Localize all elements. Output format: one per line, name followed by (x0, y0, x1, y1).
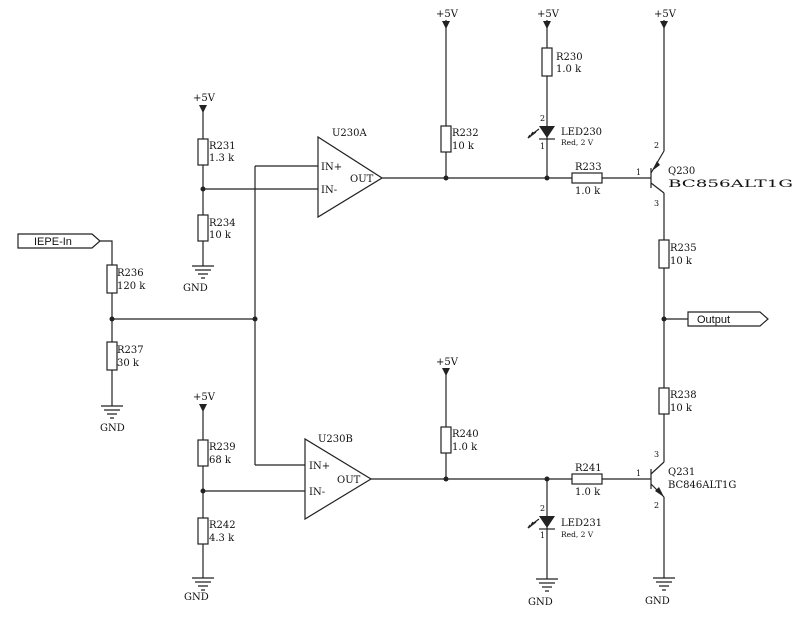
pin-number: 2 (540, 114, 545, 123)
resistor-value: 10 k (209, 230, 232, 241)
resistor-r233 (571, 172, 603, 184)
resistor-ref: R230 (556, 52, 583, 63)
pin-number: 3 (654, 450, 659, 459)
ground-label: GND (100, 423, 125, 434)
pin-number: 1 (636, 469, 641, 478)
resistor-ref: R238 (670, 390, 697, 401)
pin-number: 3 (654, 199, 659, 208)
opamp-ref-u230a: U230A (332, 128, 368, 139)
junction-dots (109, 175, 667, 494)
resistor-r238 (658, 387, 670, 415)
supply-label-vcc: +5V (537, 9, 560, 20)
resistor-value: 1.0 k (452, 442, 478, 453)
opamp-pin-out: OUT (350, 174, 374, 185)
resistor-value: 30 k (117, 358, 140, 369)
supply-label-vcc: +5V (193, 93, 216, 104)
led-ref: LED230 (561, 127, 602, 138)
opamp-u230a (317, 135, 384, 219)
led-value: Red, 2 V (561, 138, 594, 147)
supply-label-vcc: +5V (436, 357, 459, 368)
opamp-pin-in-minus: IN- (321, 185, 337, 196)
transistor-part: BC856ALT1G (668, 179, 793, 190)
resistor-r231 (197, 138, 209, 166)
ground-label: GND (184, 592, 209, 603)
opamp-pin-out: OUT (337, 475, 361, 486)
opamp-pin-in-minus: IN- (309, 487, 325, 498)
led230-symbol (527, 126, 555, 140)
resistor-value: 4.3 k (209, 533, 235, 544)
resistor-value: 1.0 k (575, 186, 601, 197)
transistor-ref: Q230 (668, 166, 695, 177)
ground-symbol (653, 577, 675, 591)
input-port-label: IEPE-In (34, 236, 72, 248)
ground-symbol (101, 405, 123, 419)
resistor-r230 (541, 47, 553, 77)
opamp-pin-in-plus: IN+ (321, 162, 342, 173)
resistor-value: 1.0 k (575, 487, 601, 498)
resistor-ref: R236 (117, 268, 144, 279)
resistor-value: 10 k (452, 141, 475, 152)
supply-label-vcc: +5V (436, 9, 459, 20)
resistor-ref: R237 (117, 345, 144, 356)
led-ref: LED231 (561, 518, 602, 529)
resistor-value: 120 k (117, 281, 146, 292)
resistor-r239 (197, 439, 209, 467)
resistor-value: 1.0 k (556, 64, 582, 75)
resistor-r235 (658, 239, 670, 269)
ground-symbol (536, 578, 558, 592)
transistor-part: BC846ALT1G (668, 480, 736, 491)
pin-number: 1 (540, 142, 545, 151)
resistor-r237 (106, 341, 118, 371)
resistor-r242 (197, 517, 209, 545)
resistor-ref: R239 (209, 442, 236, 453)
resistor-value: 10 k (670, 256, 693, 267)
output-port (687, 311, 769, 327)
ground-label: GND (645, 596, 670, 607)
ground-label: GND (528, 597, 553, 608)
supply-label-vcc: +5V (654, 9, 677, 20)
resistor-ref: R232 (452, 128, 479, 139)
led231-symbol (527, 516, 555, 530)
resistor-r240 (440, 426, 452, 454)
opamp-u230b (304, 437, 373, 521)
resistor-value: 1.3 k (209, 153, 235, 164)
transistor-ref: Q231 (668, 467, 695, 478)
supply-label-vcc: +5V (193, 392, 216, 403)
pin-number: 2 (654, 501, 659, 510)
supply-arrows (199, 21, 668, 412)
resistor-r241 (571, 473, 603, 485)
pin-number: 1 (540, 531, 545, 540)
pin-number: 2 (654, 141, 659, 150)
resistor-ref: R235 (670, 243, 697, 254)
ground-symbol (192, 577, 214, 591)
opamp-pin-in-plus: IN+ (309, 461, 330, 472)
input-port-iepe-in (17, 233, 101, 249)
resistor-ref: R240 (452, 429, 479, 440)
resistor-r232 (440, 125, 452, 153)
q231-emitter-arrow (655, 487, 664, 497)
resistor-value: 68 k (209, 455, 232, 466)
ground-label: GND (183, 283, 208, 294)
resistor-ref: R241 (575, 463, 602, 474)
resistor-value: 10 k (670, 403, 693, 414)
pin-number: 1 (636, 168, 641, 177)
opamp-ref-u230b: U230B (318, 434, 353, 445)
pin-number: 2 (540, 504, 545, 513)
q230-emitter-arrow (652, 161, 660, 171)
resistor-ref: R242 (209, 520, 236, 531)
output-port-label: Output (697, 314, 730, 326)
resistor-r234 (197, 214, 209, 242)
resistor-ref: R234 (209, 218, 236, 229)
resistor-ref: R233 (575, 162, 602, 173)
resistor-ref: R231 (209, 141, 236, 152)
led-value: Red, 2 V (561, 530, 594, 539)
resistor-r236 (106, 264, 118, 294)
ground-symbol (192, 265, 214, 279)
